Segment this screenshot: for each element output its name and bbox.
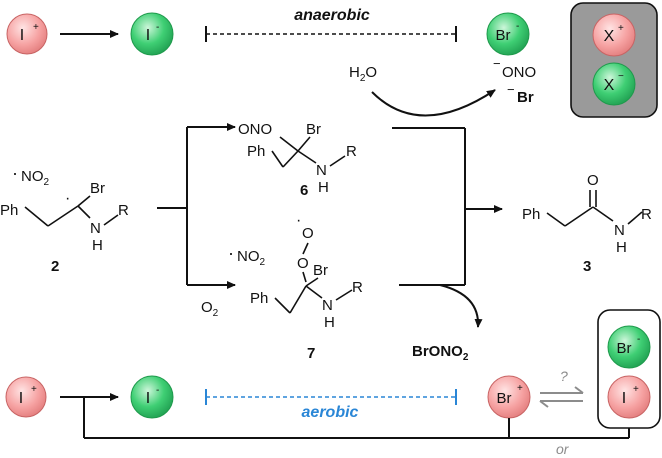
bromide-label: Br [517,89,534,106]
svg-text:R: R [352,279,363,296]
bottom-dashed-bar [205,389,457,405]
svg-text:N: N [614,222,625,239]
svg-text:·: · [296,212,301,229]
box-ion-br-minus: Br - [607,325,651,369]
svg-text:-: - [156,385,159,396]
svg-text:2: 2 [51,258,59,275]
svg-text:I: I [622,390,626,407]
svg-text:ONO: ONO [238,121,272,138]
oxygen-label: O2 [201,299,219,319]
water-curved-arrow [371,89,496,117]
svg-text:-: - [156,22,159,33]
svg-text:R: R [118,202,129,219]
svg-text:H: H [616,239,627,256]
top-ion-i-plus: I + [6,13,48,55]
svg-text:O: O [297,255,309,272]
svg-text:H: H [324,314,335,331]
svg-text:+: + [618,23,624,34]
legend-x-minus: X − [592,62,636,106]
svg-text:7: 7 [307,345,315,362]
svg-text:Ph: Ph [250,290,268,307]
legend-x-plus: X + [592,13,636,57]
svg-text:O: O [302,225,314,242]
svg-text:N: N [316,162,327,179]
svg-text:−: − [507,82,515,97]
svg-text:R: R [641,206,652,223]
svg-text:NO2: NO2 [21,168,50,188]
svg-text:O: O [587,172,599,189]
top-ion-br-minus: Br - [486,12,530,56]
svg-text:6: 6 [300,182,308,199]
svg-text:+: + [33,22,39,33]
svg-text:N: N [90,220,101,237]
svg-text:Ph: Ph [0,202,18,219]
svg-text:·: · [12,163,18,183]
bottom-ion-i-minus: I - [130,375,174,419]
compound-7: · NO2 · O O Br Ph N H R 7 [228,212,363,362]
compound-2: · NO2 Br Ph · N H R 2 [0,163,129,275]
merge-arrows-right [392,127,503,328]
top-ion-i-minus: I - [130,12,174,56]
svg-text:R: R [346,143,357,160]
svg-text:X: X [604,77,615,94]
return-loop [83,397,630,439]
nitrite-label: ONO [502,64,536,81]
bottom-box: Br - I + [597,309,661,429]
branch-arrows-left [157,123,236,289]
svg-text:Ph: Ph [522,206,540,223]
svg-text:N: N [322,297,333,314]
svg-text:3: 3 [583,258,591,275]
svg-text:Br: Br [313,262,328,279]
svg-text:I: I [146,27,150,44]
bottom-ion-i-plus: I + [5,376,47,418]
svg-text:Br: Br [497,390,512,407]
equilibrium-arrows [539,386,584,408]
svg-text:I: I [19,390,23,407]
bottom-ion-br-plus: Br + [487,375,531,419]
svg-text:Br: Br [617,340,632,357]
bronono2-label: BrONO2 [412,343,469,363]
svg-text:+: + [31,384,37,395]
svg-text:NO2: NO2 [237,248,266,268]
box-ion-i-plus: I + [607,375,651,419]
svg-text:Br: Br [496,27,511,44]
legend-box: X + X − [570,2,658,118]
svg-text:Br: Br [306,121,321,138]
svg-text:Ph: Ph [247,143,265,160]
svg-text:H: H [318,179,329,196]
aerobic-label: aerobic [302,404,359,421]
svg-text:+: + [633,384,639,395]
anaerobic-label: anaerobic [294,7,370,24]
svg-text:I: I [146,390,150,407]
svg-text:X: X [604,28,615,45]
svg-text:·: · [228,243,234,263]
svg-text:−: − [493,56,501,71]
top-dashed-bar [205,26,457,42]
svg-text:I: I [20,27,24,44]
compound-3: O Ph N H R 3 [522,172,652,275]
water-label: H2O [349,64,377,84]
svg-text:H: H [92,237,103,254]
svg-text:·: · [65,190,70,207]
svg-text:Br: Br [90,180,105,197]
or-label: or [556,441,570,457]
svg-text:−: − [618,71,624,82]
svg-text:-: - [516,21,519,32]
compound-6: ONO Br Ph N H R 6 [238,121,357,199]
svg-text:+: + [517,383,523,394]
svg-text:-: - [637,334,640,345]
question-mark: ? [560,368,568,384]
